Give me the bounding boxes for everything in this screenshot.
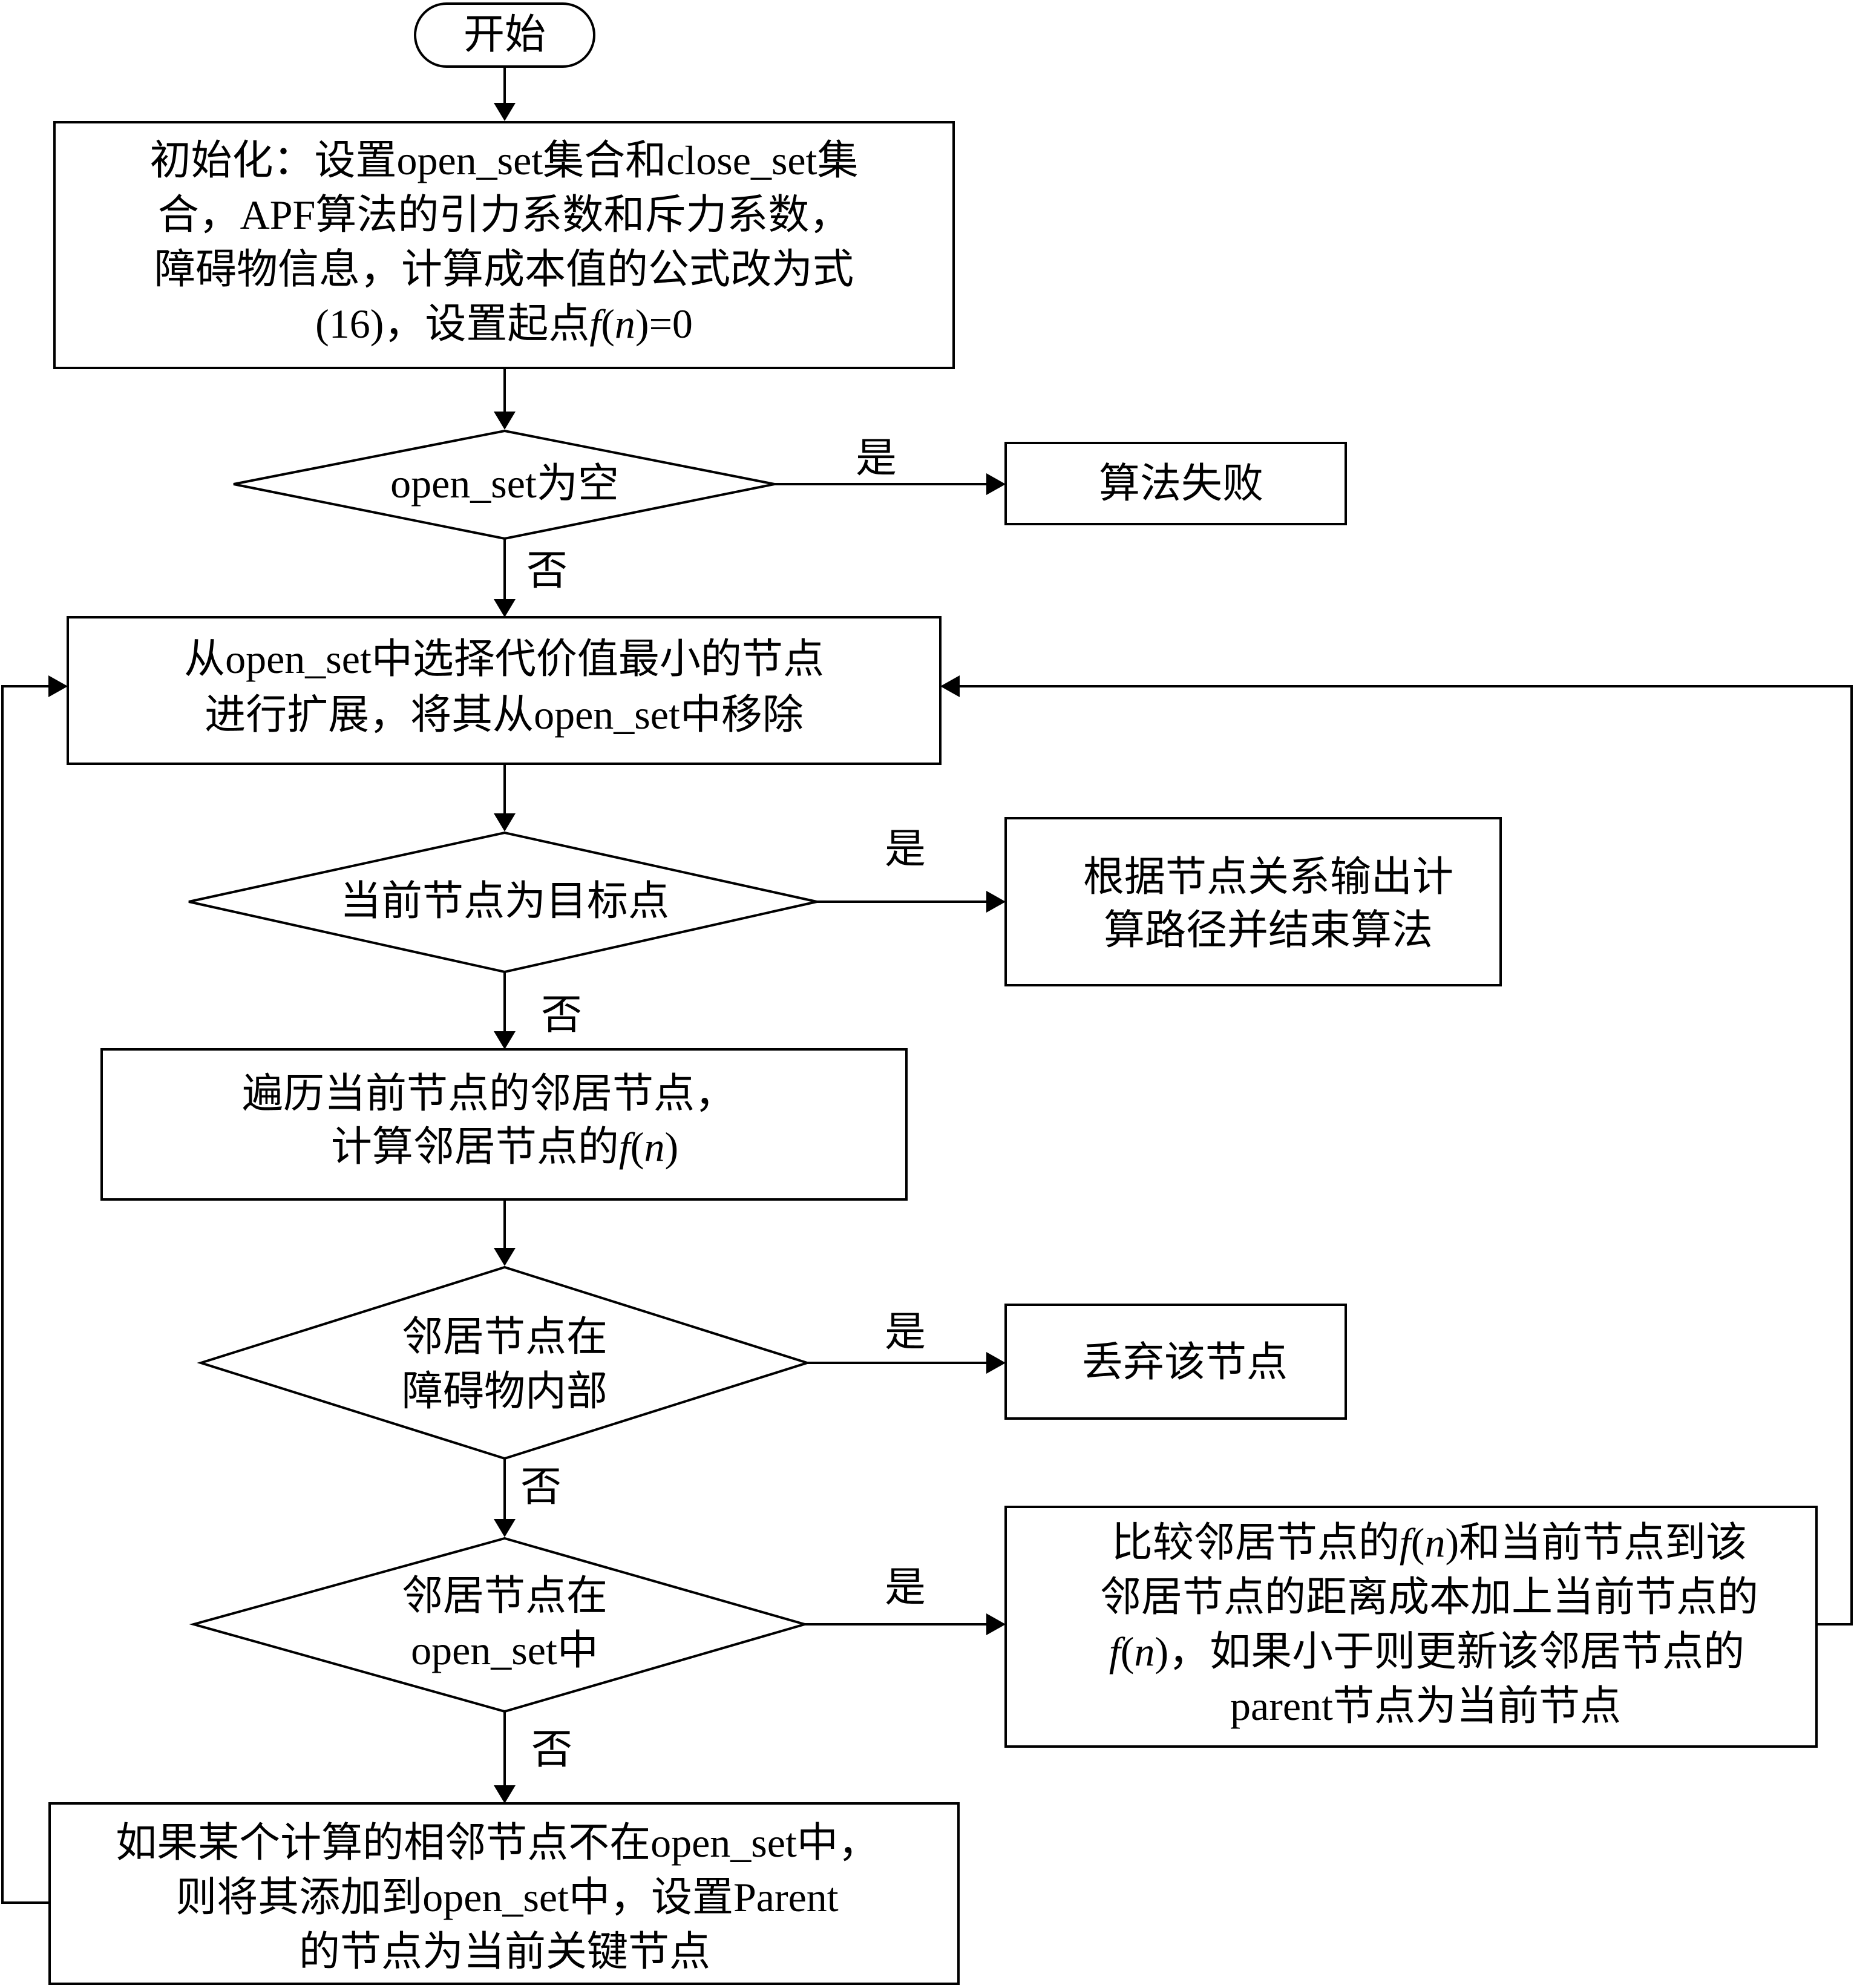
output-line1: 根据节点关系输出计: [1083, 854, 1453, 900]
decision-inopen-line1: 邻居节点在: [402, 1573, 608, 1619]
traverse-line2-n: n: [644, 1124, 664, 1170]
arrowhead-loop-left: [48, 675, 68, 697]
decision-empty-label: open_set为空: [390, 461, 619, 507]
arrowhead-discard: [986, 1352, 1006, 1374]
arrowhead-goal: [494, 813, 516, 832]
arrowhead-inopen: [494, 1519, 516, 1537]
compare-line3-c: )，如果小于则更新该邻居节点的: [1155, 1629, 1744, 1675]
compare-line3: f(n)，如果小于则更新该邻居节点的: [1109, 1629, 1744, 1675]
init-node: 初始化：设置open_set集合和close_set集 合，APF算法的引力系数…: [53, 121, 955, 369]
label-goal-no: 否: [541, 992, 582, 1038]
compare-line1-n: n: [1424, 1520, 1445, 1566]
decision-goal: 当前节点为目标点: [188, 831, 817, 974]
decision-obstacle-line2: 障碍物内部: [402, 1368, 608, 1414]
compare-line1-b: (: [1411, 1520, 1425, 1566]
discard-node: 丢弃该节点: [1004, 1304, 1347, 1420]
traverse-line2: 计算邻居节点的f(n): [331, 1124, 678, 1170]
arrowhead-init: [494, 103, 516, 121]
arrowhead-add: [494, 1785, 516, 1803]
select-node: 从open_set中选择代价值最小的节点 进行扩展，将其从open_set中移除: [67, 616, 942, 765]
fail-node: 算法失败: [1004, 442, 1347, 525]
arrowhead-obstacle: [494, 1248, 516, 1266]
compare-line4: parent节点为当前节点: [1230, 1683, 1621, 1729]
label-obstacle-yes: 是: [885, 1309, 926, 1355]
traverse-line2-c: ): [664, 1124, 678, 1170]
arrowhead-traverse: [494, 1031, 516, 1049]
compare-line3-b: (: [1121, 1629, 1135, 1675]
init-line1: 初始化：设置open_set集合和close_set集: [150, 137, 859, 183]
decision-goal-label: 当前节点为目标点: [340, 878, 669, 924]
init-line4-b: (: [601, 301, 615, 347]
traverse-line2-a: 计算邻居节点的: [331, 1124, 619, 1170]
decision-in-obstacle: 邻居节点在 障碍物内部: [197, 1265, 811, 1460]
compare-line1: 比较邻居节点的f(n)和当前节点到该: [1112, 1520, 1747, 1566]
compare-line2: 邻居节点的距离成本加上当前节点的: [1100, 1574, 1758, 1620]
start-label: 开始: [464, 11, 546, 57]
arrowhead-compare: [986, 1613, 1006, 1635]
add-line1: 如果某个计算的相邻节点不在open_set中，: [116, 1820, 879, 1866]
init-line4: (16)，设置起点f(n)=0: [315, 301, 693, 347]
select-line2: 进行扩展，将其从open_set中移除: [205, 692, 804, 738]
init-line4-n: n: [615, 301, 635, 347]
edge-add-loop-to-select: [1, 685, 50, 1904]
discard-label: 丢弃该节点: [1082, 1339, 1288, 1385]
traverse-node: 遍历当前节点的邻居节点， 计算邻居节点的f(n): [100, 1048, 908, 1201]
init-line2: 合，APF算法的引力系数和斥力系数，: [158, 192, 851, 238]
decision-open-set-empty: open_set为空: [233, 429, 775, 540]
edge-compare-loop-to-select: [958, 685, 1853, 1626]
add-line2: 则将其添加到open_set中，设置Parent: [175, 1874, 839, 1920]
output-node: 根据节点关系输出计 算路径并结束算法: [1004, 817, 1502, 986]
compare-node: 比较邻居节点的f(n)和当前节点到该 邻居节点的距离成本加上当前节点的 f(n)…: [1004, 1506, 1818, 1748]
decision-obstacle-line1: 邻居节点在: [402, 1314, 608, 1360]
decision-in-open-set: 邻居节点在 open_set中: [189, 1537, 810, 1713]
label-empty-yes: 是: [856, 435, 897, 481]
start-node: 开始: [414, 2, 595, 68]
fail-label: 算法失败: [1099, 461, 1263, 507]
traverse-line2-b: (: [631, 1124, 644, 1170]
arrowhead-loop-right: [940, 675, 960, 697]
compare-line1-a: 比较邻居节点的: [1112, 1520, 1400, 1566]
arrowhead-fail: [986, 473, 1006, 495]
select-line1: 从open_set中选择代价值最小的节点: [184, 636, 824, 682]
compare-line3-n: n: [1134, 1629, 1155, 1675]
label-inopen-yes: 是: [885, 1564, 926, 1610]
init-line4-a: (16)，设置起点: [315, 301, 589, 347]
decision-inopen-line2: open_set中: [411, 1627, 598, 1673]
arrowhead-empty: [494, 412, 516, 430]
label-goal-yes: 是: [885, 826, 926, 872]
arrowhead-output: [986, 891, 1006, 913]
init-line3: 障碍物信息，计算成本值的公式改为式: [154, 246, 854, 292]
label-empty-no: 否: [526, 548, 568, 594]
compare-line1-c: )和当前节点到该: [1445, 1520, 1747, 1566]
init-line4-c: )=0: [635, 301, 693, 347]
label-obstacle-no: 否: [520, 1464, 562, 1510]
label-inopen-no: 否: [531, 1727, 572, 1773]
arrowhead-select: [494, 599, 516, 617]
output-line2: 算路径并结束算法: [1104, 907, 1433, 953]
traverse-line1: 遍历当前节点的邻居节点，: [242, 1071, 736, 1117]
add-node: 如果某个计算的相邻节点不在open_set中， 则将其添加到open_set中，…: [48, 1802, 960, 1985]
add-line3: 的节点为当前关键节点: [299, 1929, 710, 1975]
